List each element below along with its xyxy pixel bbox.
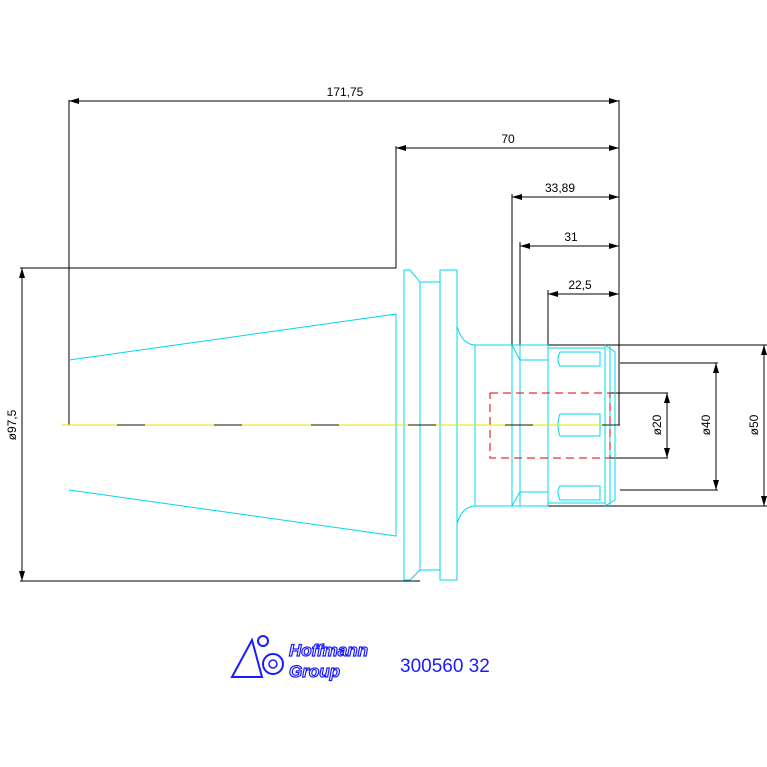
dim-dia-collet: ø40	[699, 414, 713, 435]
dimension-texts: 171,75 70 33,89 31 22,5 ø97,5 ø20 ø40 ø5…	[5, 85, 761, 440]
svg-text:Hoffmann: Hoffmann	[289, 641, 368, 660]
dimension-arrows	[19, 98, 767, 581]
dim-31: 31	[564, 230, 578, 244]
dim-33-89: 33,89	[545, 181, 575, 195]
dim-22-5: 22,5	[568, 278, 592, 292]
dim-dia-nose: ø50	[747, 414, 761, 435]
hidden-bore	[489, 392, 611, 459]
dim-dia-bore: ø20	[650, 414, 664, 435]
dim-flange-to-end: 70	[501, 132, 515, 146]
svg-text:Group: Group	[289, 662, 340, 681]
dim-dia-flange: ø97,5	[5, 409, 19, 440]
part-number: 300560 32	[400, 656, 490, 677]
dimension-lines	[20, 100, 767, 582]
hoffmann-logo: Hoffmann Group	[230, 635, 369, 682]
dim-overall-length: 171,75	[327, 85, 364, 99]
